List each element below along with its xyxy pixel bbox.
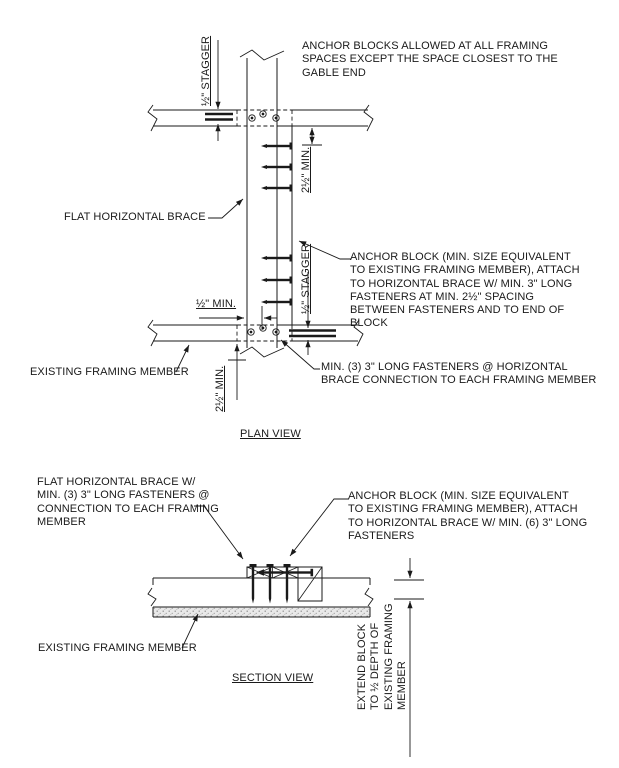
section-framing-member <box>147 577 374 618</box>
screw-icon <box>261 163 293 171</box>
break-mark-icon <box>363 104 374 132</box>
screw-icon <box>261 142 293 150</box>
plan-dimensions <box>199 40 322 400</box>
plan-leaders <box>175 198 351 373</box>
leader-arrow <box>208 198 244 219</box>
plan-brace <box>239 49 285 358</box>
leader-arrow <box>289 498 349 557</box>
joint-fasteners <box>248 110 280 122</box>
hidden-lines <box>236 109 293 127</box>
screw-icon <box>266 564 274 604</box>
leader-arrow <box>280 339 320 370</box>
anchor-block-section-label: ANCHOR BLOCK (MIN. SIZE EQUIVALENT TO EX… <box>348 490 588 542</box>
plan-general-note: ANCHOR BLOCKS ALLOWED AT ALL FRAMING SPA… <box>302 40 558 79</box>
existing-framing-member-section-label: EXISTING FRAMING MEMBER <box>38 642 197 654</box>
screw-icon <box>261 184 293 192</box>
section-leaders <box>181 498 349 649</box>
break-mark-icon <box>239 49 285 61</box>
screw-icon <box>261 298 293 306</box>
section-anchor-block <box>297 566 323 602</box>
anchor-block-plan-label: ANCHOR BLOCK (MIN. SIZE EQUIVALENT TO EX… <box>350 251 580 330</box>
screw-icon <box>261 276 293 284</box>
staggered-fastener-lines <box>289 329 336 338</box>
dim-half-inch-min-label: ½" MIN. <box>196 298 237 310</box>
hidden-lines <box>236 324 293 342</box>
existing-framing-member-plan-label: EXISTING FRAMING MEMBER <box>30 366 189 378</box>
leader-arrow <box>298 240 351 260</box>
joint-fasteners <box>247 324 280 336</box>
plan-anchor-block-edge <box>277 125 293 326</box>
break-mark-icon <box>147 319 158 347</box>
section-view-linework <box>147 498 424 757</box>
flat-horizontal-brace-label: FLAT HORIZONTAL BRACE <box>64 211 206 223</box>
flat-brace-section-label: FLAT HORIZONTAL BRACE W/ MIN. (3) 3" LON… <box>37 476 219 528</box>
screw-icon <box>249 564 257 604</box>
screw-icon <box>261 254 293 262</box>
dim-spacing-label: 2½" MIN. <box>300 146 312 193</box>
screw-icon <box>283 564 291 604</box>
plan-screws <box>261 142 293 306</box>
extend-block-dim-label: EXTEND BLOCK TO ½ DEPTH OF EXISTING FRAM… <box>356 603 408 710</box>
dim-end-min-label: 2½" MIN. <box>214 365 226 412</box>
plan-bottom-framing-member <box>147 319 364 347</box>
section-screws <box>249 564 314 604</box>
leader-arrow <box>181 613 199 649</box>
plan-view-linework <box>147 40 374 400</box>
cut-mark <box>297 566 323 602</box>
section-dimensions <box>394 558 424 757</box>
dim-stagger-top-label: ½" STAGGER <box>200 35 212 106</box>
plan-top-framing-member <box>147 104 374 132</box>
dim-stagger-bottom-label: ½" STAGGER <box>300 243 312 314</box>
staggered-fastener-lines <box>205 112 233 121</box>
stipple-band <box>153 607 370 617</box>
break-mark-icon <box>364 587 374 607</box>
break-mark-icon <box>239 346 285 358</box>
leader-arrow <box>175 344 190 373</box>
screw-icon <box>256 568 314 577</box>
section-view-title: SECTION VIEW <box>232 672 314 684</box>
break-mark-icon <box>147 104 158 132</box>
plan-view-title: PLAN VIEW <box>240 428 301 440</box>
break-mark-icon <box>147 587 157 607</box>
break-mark-icon <box>353 319 364 347</box>
min-fasteners-label: MIN. (3) 3" LONG FASTENERS @ HORIZONTAL … <box>321 361 597 387</box>
leader-arrow <box>194 505 244 560</box>
